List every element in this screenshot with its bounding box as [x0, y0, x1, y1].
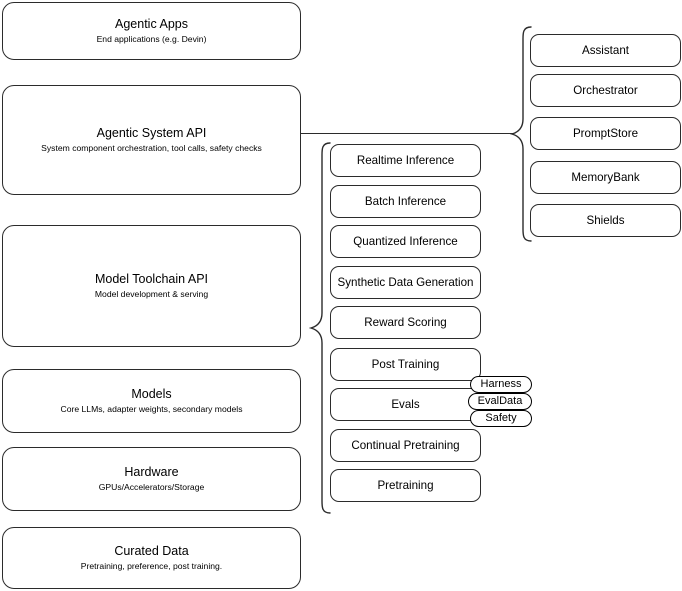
brace-system-components — [510, 25, 532, 243]
toolchain-component-reward-scoring[interactable]: Reward Scoring — [330, 306, 481, 339]
stack-layer-title: Models — [131, 387, 172, 401]
stack-layer-title: Curated Data — [114, 544, 189, 558]
stack-layer-subtitle: Model development & serving — [94, 289, 209, 299]
stack-layer-title: Agentic Apps — [115, 17, 188, 31]
stack-layer-subtitle: Pretraining, preference, post training. — [80, 561, 223, 571]
toolchain-component-synthetic-data-generation[interactable]: Synthetic Data Generation — [330, 266, 481, 299]
badge-label: EvalData — [477, 395, 523, 407]
component-label: Synthetic Data Generation — [337, 275, 474, 289]
eval-badge-safety[interactable]: Safety — [470, 410, 532, 427]
stack-layer-curated-data[interactable]: Curated Data Pretraining, preference, po… — [2, 527, 301, 589]
badge-label: Safety — [485, 412, 517, 424]
component-label: Evals — [391, 397, 420, 411]
stack-layer-agentic-system-api[interactable]: Agentic System API System component orch… — [2, 85, 301, 195]
stack-layer-title: Model Toolchain API — [94, 272, 209, 286]
system-component-promptstore[interactable]: PromptStore — [530, 117, 681, 150]
toolchain-component-quantized-inference[interactable]: Quantized Inference — [330, 225, 481, 258]
stack-layer-subtitle: Core LLMs, adapter weights, secondary mo… — [60, 404, 243, 414]
toolchain-component-continual-pretraining[interactable]: Continual Pretraining — [330, 429, 481, 462]
component-label: Reward Scoring — [364, 315, 447, 329]
component-label: PromptStore — [572, 126, 639, 140]
system-component-orchestrator[interactable]: Orchestrator — [530, 74, 681, 107]
toolchain-component-pretraining[interactable]: Pretraining — [330, 469, 481, 502]
stack-layer-agentic-apps[interactable]: Agentic Apps End applications (e.g. Devi… — [2, 2, 301, 60]
component-label: Shields — [586, 213, 625, 227]
stack-layer-title: Agentic System API — [96, 126, 207, 140]
stack-layer-subtitle: System component orchestration, tool cal… — [41, 143, 262, 153]
component-label: Post Training — [371, 357, 440, 371]
system-component-assistant[interactable]: Assistant — [530, 34, 681, 67]
connector-line-system-api — [301, 133, 513, 134]
component-label: Quantized Inference — [353, 234, 458, 248]
system-component-shields[interactable]: Shields — [530, 204, 681, 237]
badge-label: Harness — [480, 378, 522, 390]
system-component-memorybank[interactable]: MemoryBank — [530, 161, 681, 194]
stack-layer-hardware[interactable]: Hardware GPUs/Accelerators/Storage — [2, 447, 301, 511]
component-label: Continual Pretraining — [351, 438, 460, 452]
toolchain-component-evals[interactable]: Evals — [330, 388, 481, 421]
toolchain-component-realtime-inference[interactable]: Realtime Inference — [330, 144, 481, 177]
eval-badge-evaldata[interactable]: EvalData — [468, 393, 532, 410]
stack-layer-model-toolchain-api[interactable]: Model Toolchain API Model development & … — [2, 225, 301, 347]
brace-toolchain — [309, 141, 331, 515]
component-label: Realtime Inference — [356, 153, 455, 167]
component-label: Assistant — [581, 43, 630, 57]
toolchain-component-post-training[interactable]: Post Training — [330, 348, 481, 381]
stack-layer-subtitle: GPUs/Accelerators/Storage — [98, 482, 205, 492]
stack-layer-title: Hardware — [124, 465, 179, 479]
toolchain-component-batch-inference[interactable]: Batch Inference — [330, 185, 481, 218]
component-label: Pretraining — [377, 478, 434, 492]
component-label: Batch Inference — [364, 194, 447, 208]
component-label: Orchestrator — [573, 83, 638, 97]
stack-layer-models[interactable]: Models Core LLMs, adapter weights, secon… — [2, 369, 301, 433]
eval-badge-harness[interactable]: Harness — [470, 376, 532, 393]
stack-layer-subtitle: End applications (e.g. Devin) — [96, 34, 207, 44]
component-label: MemoryBank — [571, 170, 640, 184]
